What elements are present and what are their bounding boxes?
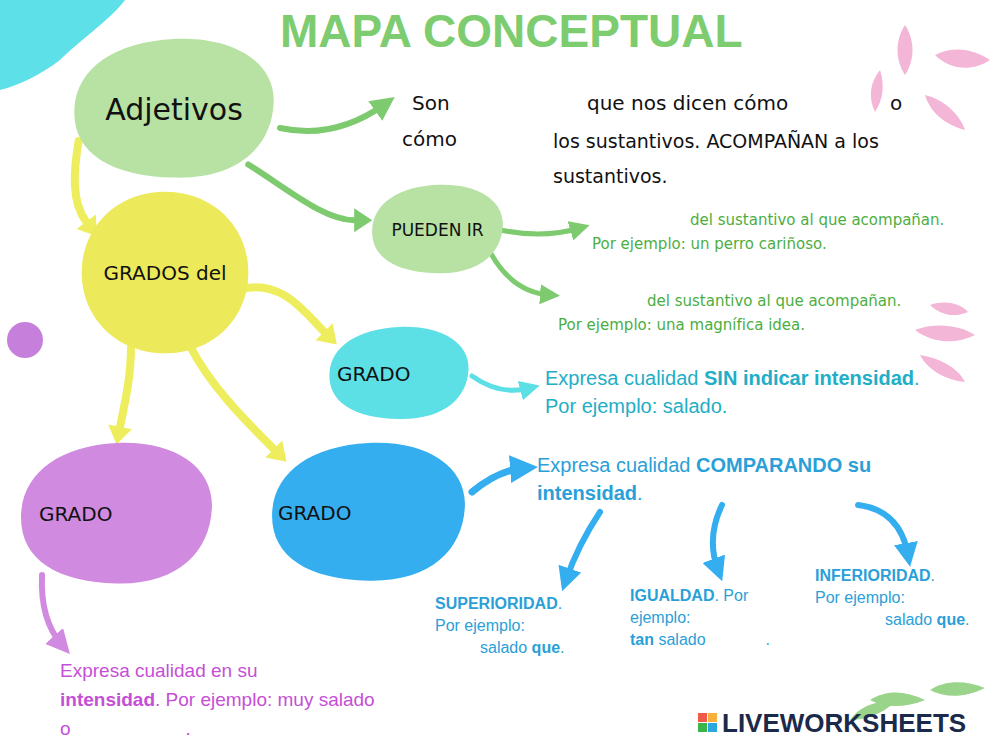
blob-fill	[329, 327, 468, 419]
text: del sustantivo al que acompañan.	[690, 211, 944, 229]
text-block: o	[890, 88, 902, 118]
text: .	[560, 639, 564, 656]
text-block: del sustantivo al que acompañan.	[647, 291, 901, 311]
bold-text: intensidad	[60, 689, 155, 710]
text: salado	[885, 611, 932, 628]
text-block: Por ejemplo: una magnífica idea.	[558, 315, 805, 335]
connector-arrow	[191, 347, 287, 462]
node-label: GRADO	[39, 502, 112, 526]
pointer-arrow	[472, 376, 530, 390]
text-block: Expresa cualidad en su intensidad. Por ej…	[60, 656, 375, 743]
concept-blob: GRADO	[15, 440, 218, 588]
text: Por ejemplo:	[815, 589, 905, 606]
connector-arrow	[75, 141, 97, 236]
connector-line	[120, 347, 131, 427]
text: .	[965, 611, 969, 628]
connector-line	[242, 287, 325, 332]
connector-arrow	[242, 287, 337, 344]
arrowhead	[316, 323, 337, 344]
pointer-arrow	[42, 575, 62, 645]
text: Por ejemplo:	[435, 617, 525, 634]
text: cómo	[402, 127, 457, 151]
logo-squares	[698, 713, 717, 732]
node-label: Adjetivos	[105, 92, 243, 127]
bold-text: LIVEWORKSHEETS	[722, 708, 966, 738]
text: salado	[658, 631, 705, 648]
pointer-arrow	[713, 505, 722, 570]
concept-blob: GRADO	[266, 440, 471, 585]
pink-splash	[871, 25, 990, 130]
text: o	[890, 91, 902, 115]
arrowhead	[354, 208, 372, 232]
text: que nos dicen cómo	[587, 91, 788, 115]
pointer-arrow	[488, 248, 550, 295]
bold-text: SUPERIORIDAD	[435, 595, 558, 612]
connector-arrow	[108, 347, 132, 445]
text-block: Expresa cualidad COMPARANDO su intensida…	[537, 451, 977, 507]
pointer-arrow	[492, 228, 580, 234]
blob-fill	[74, 39, 273, 178]
text-block: IGUALDAD. Por ejemplo:tan salado.	[630, 585, 780, 651]
blob-fill	[21, 443, 212, 584]
connector-line	[248, 164, 354, 220]
concept-blob: GRADO	[325, 325, 473, 422]
text: .	[637, 482, 643, 504]
connector-line	[191, 347, 274, 449]
bold-text: tan	[630, 631, 654, 648]
text-block: del sustantivo al que acompañan.	[690, 210, 944, 230]
text: Expresa cualidad	[545, 367, 698, 389]
text: del sustantivo al que acompañan.	[647, 292, 901, 310]
pointer-arrow	[472, 468, 524, 492]
text: los sustantivos. ACOMPAÑAN a los sustant…	[553, 130, 879, 187]
pointer-arrow	[858, 505, 908, 555]
text-block: Expresa cualidad SIN indicar intensidad.…	[545, 364, 935, 420]
text: .	[558, 595, 562, 612]
text: .	[931, 567, 935, 584]
text: .	[766, 631, 770, 648]
text-block: Son	[412, 88, 450, 118]
main-blob: Adjetivos	[68, 36, 280, 182]
text-block: que nos dicen cómo	[587, 88, 788, 118]
title: MAPA CONCEPTUAL	[280, 4, 743, 58]
text: o	[60, 718, 71, 739]
bold-text: que	[532, 639, 560, 656]
arrowhead	[108, 424, 132, 444]
bold-text: que	[937, 611, 965, 628]
text: Son	[412, 91, 450, 115]
bold-text: IGUALDAD	[630, 587, 714, 604]
pointer-arrow	[280, 104, 385, 131]
text: Por ejemplo: un perro cariñoso.	[592, 235, 827, 253]
text-block: los sustantivos. ACOMPAÑAN a los sustant…	[553, 124, 898, 194]
blob-fill	[82, 192, 249, 354]
node-label: GRADO	[337, 362, 410, 386]
bold-text: INFERIORIDAD	[815, 567, 931, 584]
text: Por ejemplo: una magnífica idea.	[558, 316, 805, 334]
text: Expresa cualidad	[537, 454, 690, 476]
text-block: LIVEWORKSHEETS	[722, 708, 966, 738]
text: . Por ejemplo: muy salado	[155, 689, 375, 710]
purple-dot	[7, 322, 43, 358]
blob-fill	[272, 443, 465, 581]
pink-splash	[915, 303, 975, 382]
text: salado	[480, 639, 527, 656]
text-block: INFERIORIDAD. Por ejemplo: salado que.	[815, 565, 970, 631]
node-label: PUEDEN IR	[391, 220, 483, 240]
text: Expresa cualidad en su	[60, 660, 258, 681]
node-label: GRADO	[278, 501, 351, 525]
text: .	[186, 718, 191, 739]
text-block: Por ejemplo: un perro cariñoso.	[592, 234, 827, 254]
concept-blob: PUEDEN IR	[368, 183, 507, 276]
bold-text: SIN indicar intensidad	[704, 367, 914, 389]
arrowhead	[265, 441, 286, 462]
text-block: SUPERIORIDAD. Por ejemplo: salado que.	[435, 593, 565, 659]
blob-fill	[372, 185, 503, 274]
node-label: GRADOS del	[103, 261, 226, 285]
connector-line	[75, 141, 86, 222]
text-block: cómo	[402, 124, 457, 154]
concept-circle: GRADOS del	[80, 190, 250, 355]
connector-arrow	[248, 164, 372, 232]
pointer-arrow	[566, 512, 600, 580]
